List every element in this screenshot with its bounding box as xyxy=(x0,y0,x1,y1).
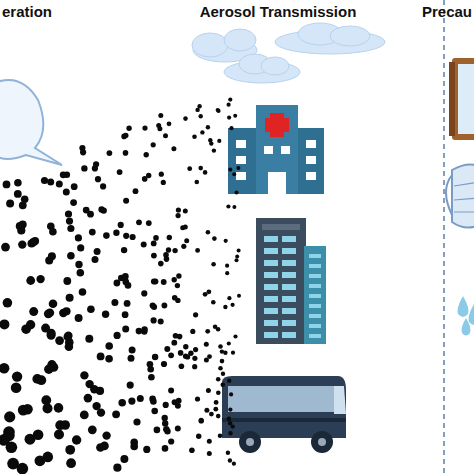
hospital-icon xyxy=(228,105,324,194)
divider-line xyxy=(443,0,445,474)
clouds xyxy=(192,23,385,83)
mask-icon xyxy=(446,164,474,227)
bus-icon xyxy=(222,376,346,453)
window-icon xyxy=(449,58,474,140)
aerosol-particles xyxy=(0,98,241,474)
panel-heading: Precau xyxy=(422,4,472,21)
speech-bubble xyxy=(0,80,62,165)
water-drops xyxy=(458,296,474,336)
panel-heading: eration xyxy=(2,4,52,21)
panel-heading: Aerosol Transmission xyxy=(200,4,357,21)
office-building xyxy=(256,218,326,344)
